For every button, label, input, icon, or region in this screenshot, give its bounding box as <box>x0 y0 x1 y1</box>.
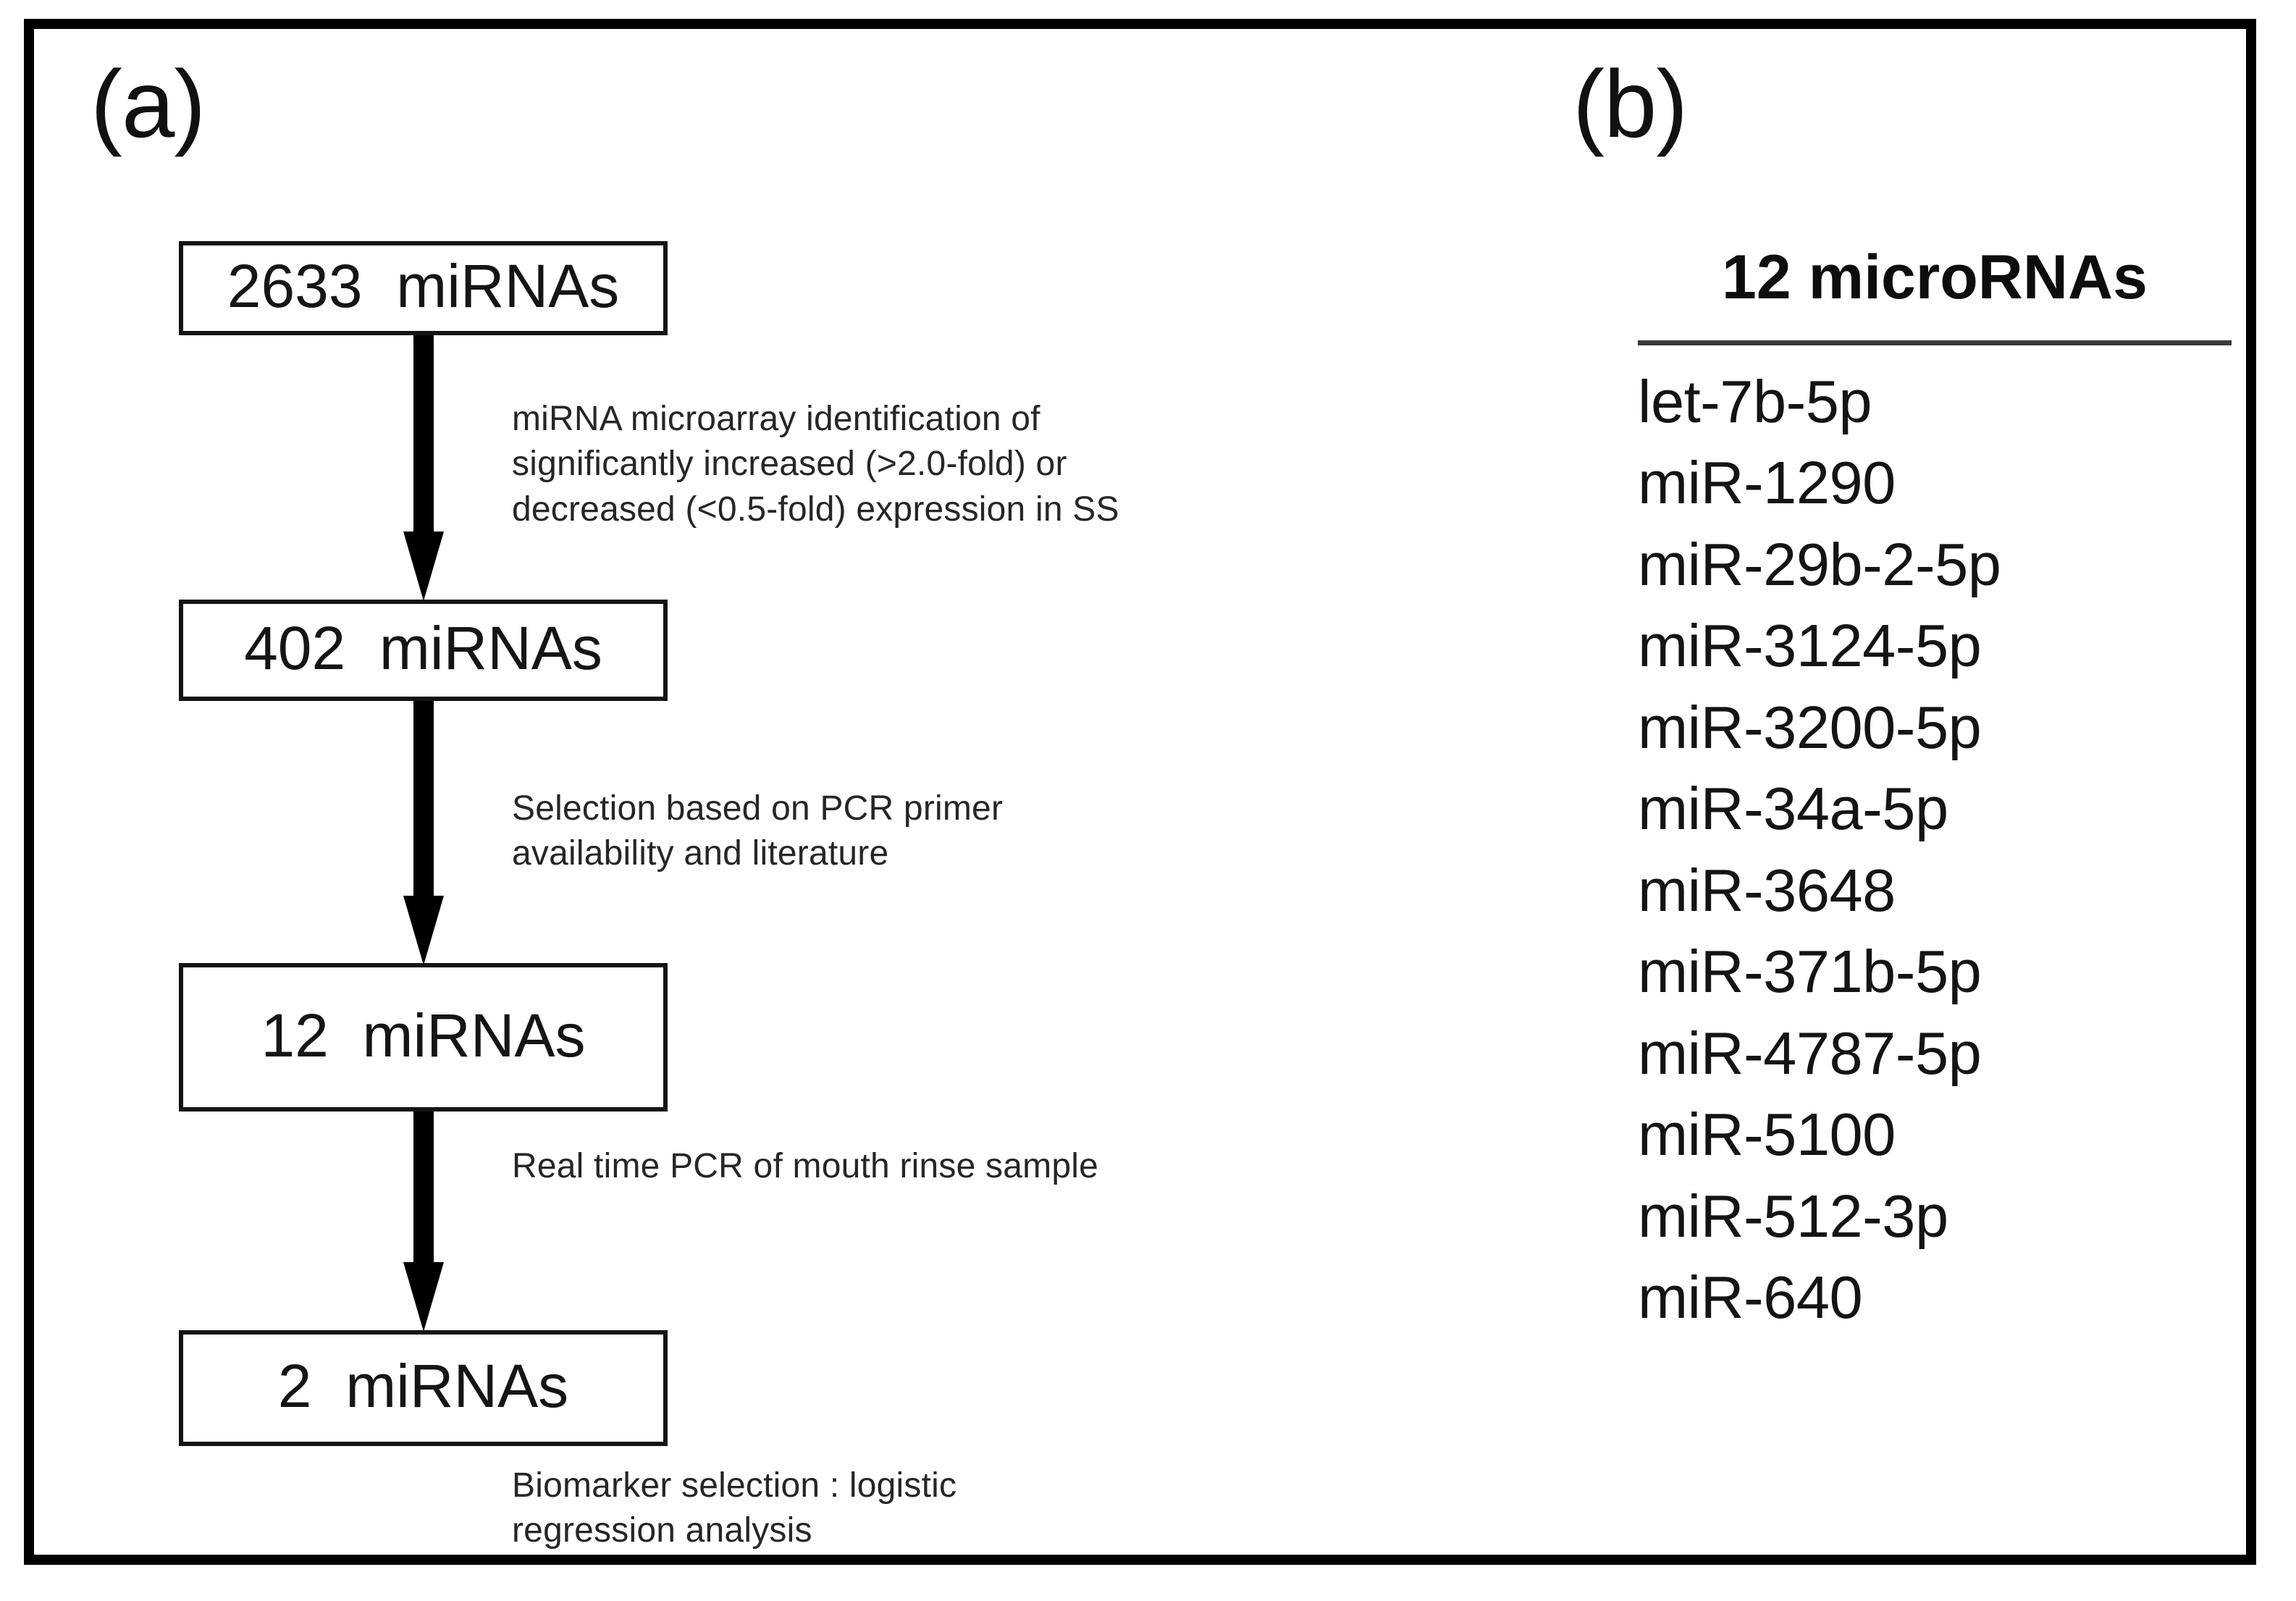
flow-step-note-4: Biomarker selection : logistic regressio… <box>512 1466 957 1550</box>
flow-arrow-1 <box>403 335 444 601</box>
list-item: miR-640 <box>1638 1263 1863 1331</box>
arrow-shaft <box>413 701 434 896</box>
arrow-shaft <box>413 1112 434 1263</box>
figure-outer-frame: (a) 2633 miRNAs miRNA microarray identif… <box>24 19 2256 1565</box>
mirna-list-divider <box>1638 340 2232 345</box>
arrow-head-icon <box>403 896 444 965</box>
list-item: miR-1290 <box>1638 449 1896 517</box>
arrow-head-icon <box>403 1262 444 1332</box>
list-item: miR-3648 <box>1638 856 1896 924</box>
flow-arrow-3 <box>403 1112 444 1332</box>
flow-box-label: 402 miRNAs <box>244 614 602 682</box>
mirna-list: let-7b-5p miR-1290 miR-29b-2-5p miR-3124… <box>1638 361 2232 1338</box>
mirna-list-panel: 12 microRNAs let-7b-5p miR-1290 miR-29b-… <box>1638 246 2232 1338</box>
list-item: miR-29b-2-5p <box>1638 530 2001 598</box>
flow-box-label: 12 miRNAs <box>261 1001 586 1070</box>
panel-b-label: (b) <box>1573 51 1688 157</box>
flow-box-label: 2633 miRNAs <box>227 252 620 320</box>
mirna-list-title: 12 microRNAs <box>1722 243 2148 312</box>
list-item: miR-3124-5p <box>1638 612 1982 680</box>
arrow-head-icon <box>403 531 444 601</box>
list-item: miR-34a-5p <box>1638 775 1948 843</box>
arrow-shaft <box>413 335 434 532</box>
list-item: miR-3200-5p <box>1638 693 1982 761</box>
list-item: miR-5100 <box>1638 1101 1896 1169</box>
list-item: miR-371b-5p <box>1638 938 1982 1006</box>
flow-box-total-mirnas: 2633 miRNAs <box>179 241 668 335</box>
flow-step-note-1: miRNA microarray identification of signi… <box>512 400 1119 529</box>
list-item: miR-512-3p <box>1638 1182 1948 1250</box>
list-item: let-7b-5p <box>1638 368 1872 435</box>
flow-box-biomarker-mirnas: 2 miRNAs <box>179 1330 668 1446</box>
list-item: miR-4787-5p <box>1638 1019 1982 1087</box>
panel-a-label: (a) <box>91 51 206 157</box>
flow-box-filtered-mirnas: 402 miRNAs <box>179 600 668 701</box>
flow-step-note-2: Selection based on PCR primer availabili… <box>512 789 1004 873</box>
flow-arrow-2 <box>403 701 444 965</box>
flow-box-selected-mirnas: 12 miRNAs <box>179 963 668 1112</box>
flow-box-label: 2 miRNAs <box>277 1352 569 1420</box>
flow-step-note-3: Real time PCR of mouth rinse sample <box>512 1147 1098 1185</box>
